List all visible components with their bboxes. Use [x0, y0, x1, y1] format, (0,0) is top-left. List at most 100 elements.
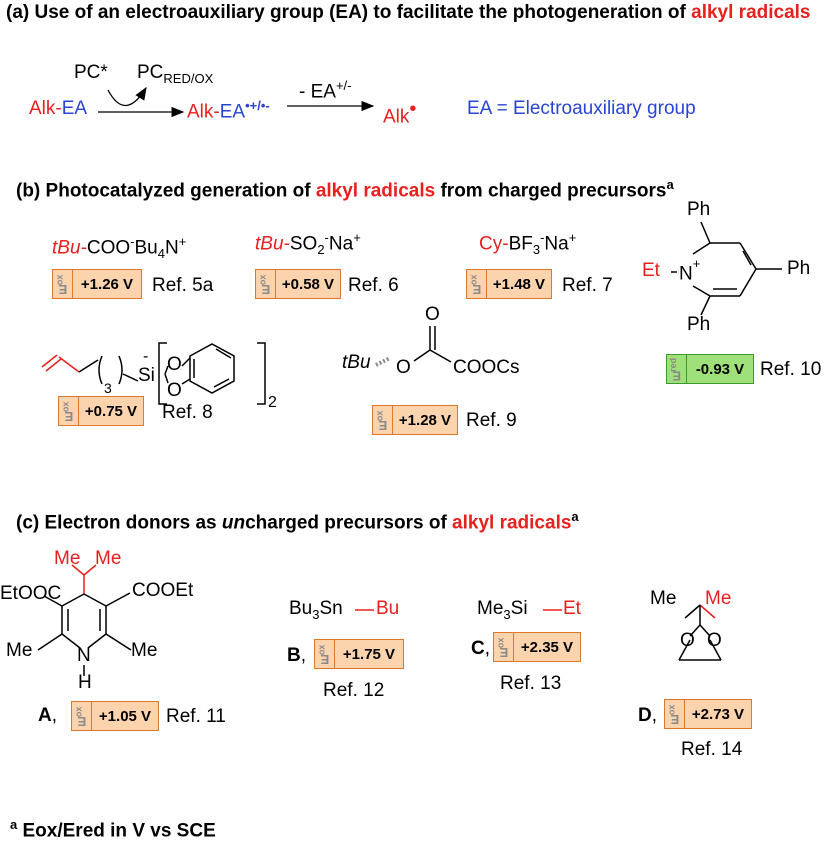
stannane-red-bu: Bu [376, 598, 400, 619]
potential-box-pyridinium: Ered -0.93 V [666, 354, 754, 384]
tbu-sulfinate-red: tBu- [255, 233, 290, 255]
hantzsch-h: H [78, 672, 92, 693]
silicate-o1: O [167, 354, 182, 375]
tbu-carboxylate-rest2: Bu [134, 237, 158, 259]
comma: , [651, 705, 658, 726]
cy-borate-red: Cy- [479, 233, 509, 255]
dioxolane-o2: O [707, 630, 722, 651]
pyridinium-ph-bottom: Ph [687, 314, 711, 335]
eox-label: Eox [72, 702, 92, 730]
tbu-sulfinate-sub: 2 [317, 242, 325, 258]
potential-box-b: Eox +1.75 V [314, 639, 404, 669]
ref-12: Ref. 12 [323, 680, 385, 701]
hantzsch-me-br: Me [131, 640, 158, 661]
potential-value: +1.26 V [80, 275, 134, 293]
stannane: Bu3Sn [289, 598, 343, 622]
e-label: E [58, 281, 68, 297]
tbu-carboxylate-sup2: + [178, 234, 187, 249]
footnote: a Eox/Ered in V vs SCE [10, 817, 216, 842]
ref-10: Ref. 10 [760, 359, 822, 380]
e-label: E [472, 281, 482, 297]
section-b-title: (b) Photocatalyzed generation of alkyl r… [16, 177, 674, 202]
oxalate-skeleton [375, 326, 452, 367]
hantzsch-me-bl: Me [6, 640, 33, 661]
silane-red-et: Et [563, 598, 581, 619]
mid-charge: •+/•- [245, 98, 270, 113]
ref-11: Ref. 11 [166, 706, 226, 727]
ref-8: Ref. 8 [162, 402, 213, 423]
compound-b-letter: B, [287, 645, 306, 667]
eox-label: Eox [494, 633, 514, 661]
section-b-title-prefix: (b) Photocatalyzed generation of [16, 180, 316, 202]
potential-box-d: Eox +2.73 V [664, 699, 752, 729]
e-label: E [670, 711, 680, 727]
tbu-sulfinate-rest: SO [289, 233, 318, 255]
footnote-text: Eox/Ered in V vs SCE [17, 820, 216, 842]
potential-box-cy-borate: Eox +1.48 V [466, 269, 552, 299]
footnote-sup: a [10, 817, 18, 832]
pc-redox-sub: RED/OX [163, 70, 214, 86]
tbu-carboxylate-rest3: N [164, 237, 179, 259]
eox-label: Eox [467, 270, 487, 298]
section-a-title: (a) Use of an electroauxiliary group (EA… [6, 2, 821, 24]
hantzsch-ester-skeleton [37, 564, 132, 676]
ea-legend: EA = Electroauxiliary group [467, 98, 696, 119]
ref-13: Ref. 13 [500, 673, 562, 694]
pc-redox: PCRED/OX [137, 62, 213, 86]
silicate-si-charge: - [143, 348, 149, 365]
product-alk: Alk• [383, 98, 416, 128]
e-label: E [499, 644, 509, 660]
section-c-title-italic: un [221, 512, 246, 534]
cy-borate-sup2: + [568, 230, 577, 245]
ered-label: Ered [667, 355, 687, 384]
compound-d-letter: D, [638, 705, 657, 727]
dioxolane-me2: Me [705, 588, 732, 609]
hantzsch-me-left: Me [54, 548, 81, 569]
hantzsch-coo-right: COOEt [132, 580, 194, 601]
tbu-carboxylate-rest: COO [86, 237, 131, 259]
tbu-carboxylate-red: tBu- [52, 237, 87, 259]
potential-value: +0.58 V [281, 275, 335, 293]
dioxolane-me1: Me [650, 588, 677, 609]
ref-7: Ref. 7 [562, 275, 613, 296]
eox-label: Eox [315, 640, 335, 668]
potential-box-silicate: Eox +0.75 V [58, 396, 144, 426]
ref-14: Ref. 14 [681, 739, 743, 760]
stannane-sn: Sn [319, 598, 343, 619]
silicate-frame [78, 342, 266, 405]
loss-ea: - EA+/- [299, 78, 352, 103]
e-label: E [77, 713, 87, 729]
compound-letter: A [38, 705, 52, 726]
ref-9: Ref. 9 [466, 410, 517, 431]
section-c-title: (c) Electron donors as uncharged precurs… [16, 509, 579, 534]
eox-label: Eox [256, 270, 276, 298]
silicate-chain [41, 354, 80, 373]
potential-box-tbu-sulfinate: Eox +0.58 V [255, 269, 341, 299]
pyridinium-ph-right: Ph [787, 258, 811, 279]
eox-label: Eox [59, 397, 79, 425]
start-ea: EA [61, 98, 88, 119]
tbu-carboxylate-sup1: - [130, 234, 135, 249]
tbu-sulfinate-sup2: + [353, 230, 361, 245]
cy-borate-rest: BF [508, 233, 533, 255]
comma: , [484, 638, 491, 659]
eox-label: Eox [53, 270, 73, 298]
potential-value: +2.73 V [691, 705, 745, 723]
compound-letter: C [471, 638, 485, 659]
potential-box-tbu-carboxylate: Eox +1.26 V [52, 269, 142, 299]
potential-value: +1.28 V [398, 411, 452, 429]
tbu-carboxylate-sub: 4 [157, 246, 165, 262]
product-label: Alk [383, 106, 410, 128]
ref-6: Ref. 6 [348, 275, 399, 296]
section-b-title-red: alkyl radicals [315, 180, 436, 202]
e-label: E [378, 417, 388, 433]
eox-label: Eox [665, 700, 685, 728]
pyridinium-n-label: N [679, 263, 693, 285]
pyridinium-ring [671, 221, 782, 316]
oxalate-coocs: COOCs [453, 357, 520, 378]
hantzsch-n: N [77, 645, 91, 666]
loss-charge: +/- [335, 78, 352, 93]
cy-borate-rest2: Na [544, 233, 569, 255]
section-c-title-red: alkyl radicals [452, 512, 572, 534]
compound-a-letter: A, [38, 705, 57, 727]
